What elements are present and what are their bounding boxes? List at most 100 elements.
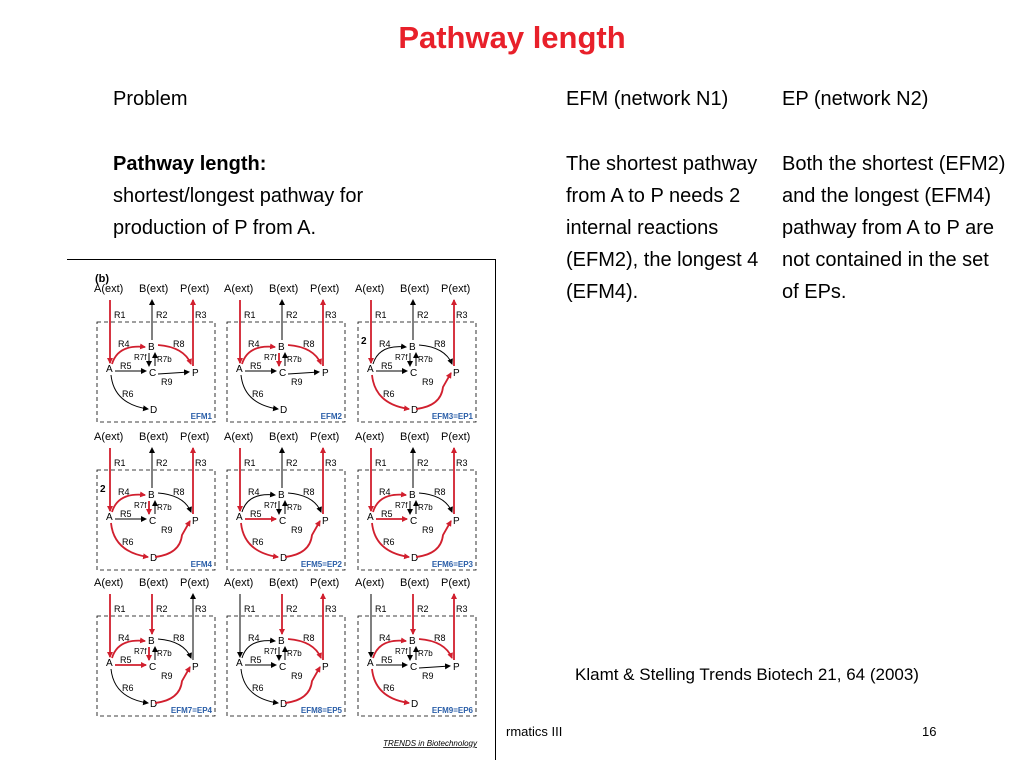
node-label: P	[192, 368, 199, 379]
reaction-label: R7b	[418, 649, 433, 658]
reaction-label: R1	[375, 458, 387, 468]
reaction-label: R1	[244, 604, 256, 614]
efm-label: EFM5=EP2	[301, 560, 343, 569]
node-label: B	[278, 636, 285, 647]
ep-body: Both the shortest (EFM2) and the longest…	[782, 153, 1006, 303]
problem-header: Problem	[113, 88, 188, 110]
node-label: P	[453, 516, 460, 527]
node-label: C	[279, 662, 286, 673]
node-label: C	[149, 662, 156, 673]
node-label: D	[411, 553, 418, 564]
node-label: A	[367, 364, 374, 375]
reaction-r8	[418, 492, 453, 513]
reaction-r8	[287, 344, 322, 365]
reaction-r4	[241, 491, 276, 513]
reaction-r6	[110, 522, 149, 560]
node-label: C	[149, 516, 156, 527]
efm-label: EFM1	[191, 412, 213, 421]
node-label: A	[106, 364, 113, 375]
node-label: P(ext)	[180, 431, 209, 443]
reaction-label: R7b	[157, 503, 172, 512]
node-label: P(ext)	[180, 283, 209, 295]
node-label: P(ext)	[441, 431, 470, 443]
system-boundary	[357, 469, 477, 571]
node-label: B(ext)	[139, 283, 168, 295]
reaction-label: R4	[379, 487, 391, 497]
node-label: D	[411, 405, 418, 416]
system-boundary	[226, 615, 346, 717]
node-label: B(ext)	[139, 577, 168, 589]
node-label: A(ext)	[355, 431, 384, 443]
reaction-label: R3	[195, 604, 207, 614]
efm-label: EFM7=EP4	[171, 706, 213, 715]
system-boundary	[96, 469, 216, 571]
figure-source: TRENDS in Biotechnology	[383, 739, 478, 748]
reaction-label: R4	[118, 339, 130, 349]
reaction-label: R8	[303, 487, 315, 497]
efm-body: The shortest pathway from A to P needs 2…	[566, 153, 759, 303]
node-label: B	[409, 636, 416, 647]
reaction-label: R7f	[395, 501, 408, 510]
reaction-label: R8	[173, 339, 185, 349]
reaction-label: R2	[417, 310, 429, 320]
node-label: C	[279, 516, 286, 527]
node-label: A(ext)	[355, 283, 384, 295]
reaction-label: R7f	[395, 353, 408, 362]
reaction-r8	[418, 638, 453, 659]
node-label: B	[148, 636, 155, 647]
efm-label: EFM4	[191, 560, 213, 569]
reaction-label: R4	[118, 487, 130, 497]
reaction-label: R7b	[287, 503, 302, 512]
reaction-label: R8	[434, 633, 446, 643]
node-label: A	[236, 512, 243, 523]
node-label: A(ext)	[94, 431, 123, 443]
stoichiometry-marker: 2	[100, 484, 106, 495]
reaction-label: R6	[122, 537, 134, 547]
node-label: B(ext)	[269, 283, 298, 295]
reaction-label: R2	[156, 310, 168, 320]
panel-label: (b)	[95, 273, 109, 285]
reaction-r8	[157, 344, 192, 365]
node-label: A(ext)	[355, 577, 384, 589]
node-label: B	[409, 342, 416, 353]
reaction-r6	[240, 668, 279, 706]
reaction-r9	[287, 369, 320, 376]
node-label: B	[278, 490, 285, 501]
node-label: P(ext)	[441, 283, 470, 295]
reaction-r6	[371, 522, 410, 560]
reaction-label: R9	[161, 671, 173, 681]
reaction-label: R1	[114, 458, 126, 468]
reaction-r9	[415, 372, 452, 410]
reaction-label: R1	[114, 310, 126, 320]
system-boundary	[96, 615, 216, 717]
node-label: P(ext)	[310, 577, 339, 589]
reaction-label: R4	[118, 633, 130, 643]
node-label: A(ext)	[224, 577, 253, 589]
reaction-label: R3	[195, 310, 207, 320]
reaction-label: R2	[156, 458, 168, 468]
reaction-label: R6	[383, 683, 395, 693]
reaction-label: R2	[286, 458, 298, 468]
reaction-r6	[110, 668, 149, 706]
reaction-r4	[111, 637, 146, 659]
node-label: D	[411, 699, 418, 710]
node-label: B	[148, 490, 155, 501]
reaction-label: R3	[325, 604, 337, 614]
node-label: D	[280, 553, 287, 564]
node-label: P	[322, 662, 329, 673]
node-label: C	[279, 368, 286, 379]
efm-column: EFM (network N1) The shortest pathway fr…	[566, 83, 766, 308]
reaction-label: R7f	[134, 501, 147, 510]
reaction-r9	[284, 520, 321, 558]
node-label: B(ext)	[400, 431, 429, 443]
reaction-label: R5	[120, 655, 132, 665]
reaction-r6	[240, 374, 279, 412]
node-label: A(ext)	[224, 431, 253, 443]
efm-label: EFM2	[321, 412, 343, 421]
efm-label: EFM3=EP1	[432, 412, 474, 421]
reaction-r8	[287, 492, 322, 513]
